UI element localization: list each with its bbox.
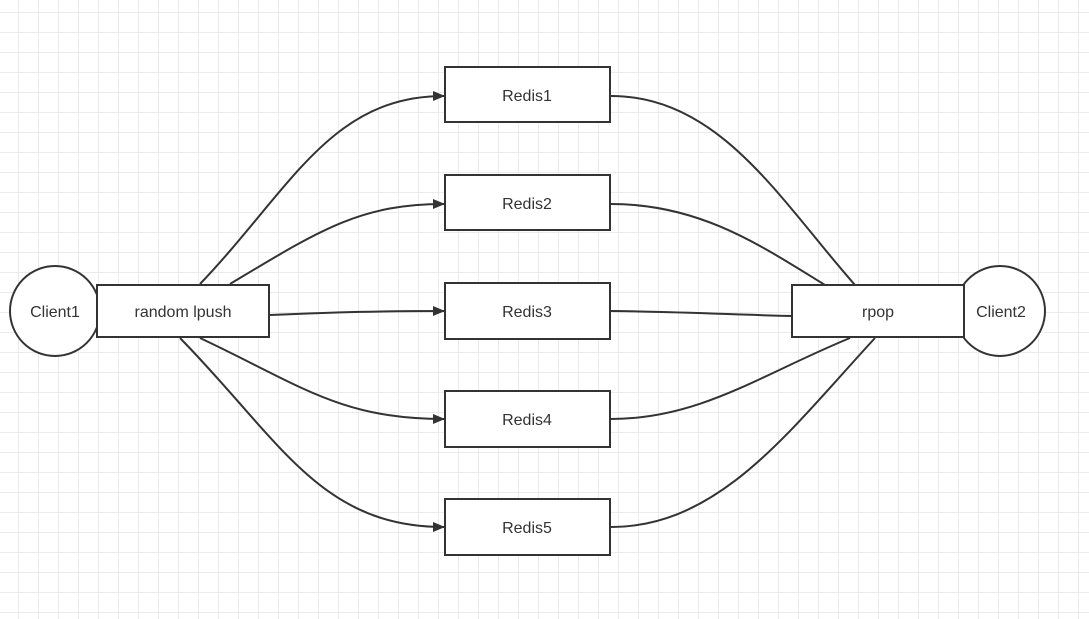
redis4-label: Redis4 xyxy=(502,412,552,429)
lpush-label: random lpush xyxy=(135,304,232,321)
redis3-node[interactable]: Redis3 xyxy=(444,282,611,340)
lpush-node[interactable]: random lpush xyxy=(96,284,270,338)
edge-redis3-to-rpop xyxy=(610,310,793,317)
redis2-node[interactable]: Redis2 xyxy=(444,174,611,231)
redis5-label: Redis5 xyxy=(502,520,552,537)
redis1-label: Redis1 xyxy=(502,88,552,105)
rpop-label: rpop xyxy=(862,304,894,321)
redis4-node[interactable]: Redis4 xyxy=(444,390,611,448)
edge-redis1-to-rpop xyxy=(610,95,856,286)
edge-redis5-to-rpop xyxy=(610,337,876,528)
edge-lpush-to-redis3 xyxy=(269,306,445,317)
client1-label: Client1 xyxy=(30,304,80,321)
edge-lpush-to-redis5 xyxy=(179,337,445,532)
redis1-node[interactable]: Redis1 xyxy=(444,66,611,123)
edge-lpush-to-redis1 xyxy=(199,91,445,285)
client2-label: Client2 xyxy=(976,304,1026,321)
rpop-node[interactable]: rpop xyxy=(791,284,965,338)
client1-node[interactable]: Client1 xyxy=(9,265,101,357)
redis5-node[interactable]: Redis5 xyxy=(444,498,611,556)
edge-redis4-to-rpop xyxy=(610,337,851,420)
edge-redis2-to-rpop xyxy=(610,203,826,286)
redis3-label: Redis3 xyxy=(502,304,552,321)
redis2-label: Redis2 xyxy=(502,196,552,213)
client2-node[interactable]: Client2 xyxy=(954,265,1046,357)
edge-lpush-to-redis4 xyxy=(199,337,445,424)
edge-lpush-to-redis2 xyxy=(229,199,445,285)
